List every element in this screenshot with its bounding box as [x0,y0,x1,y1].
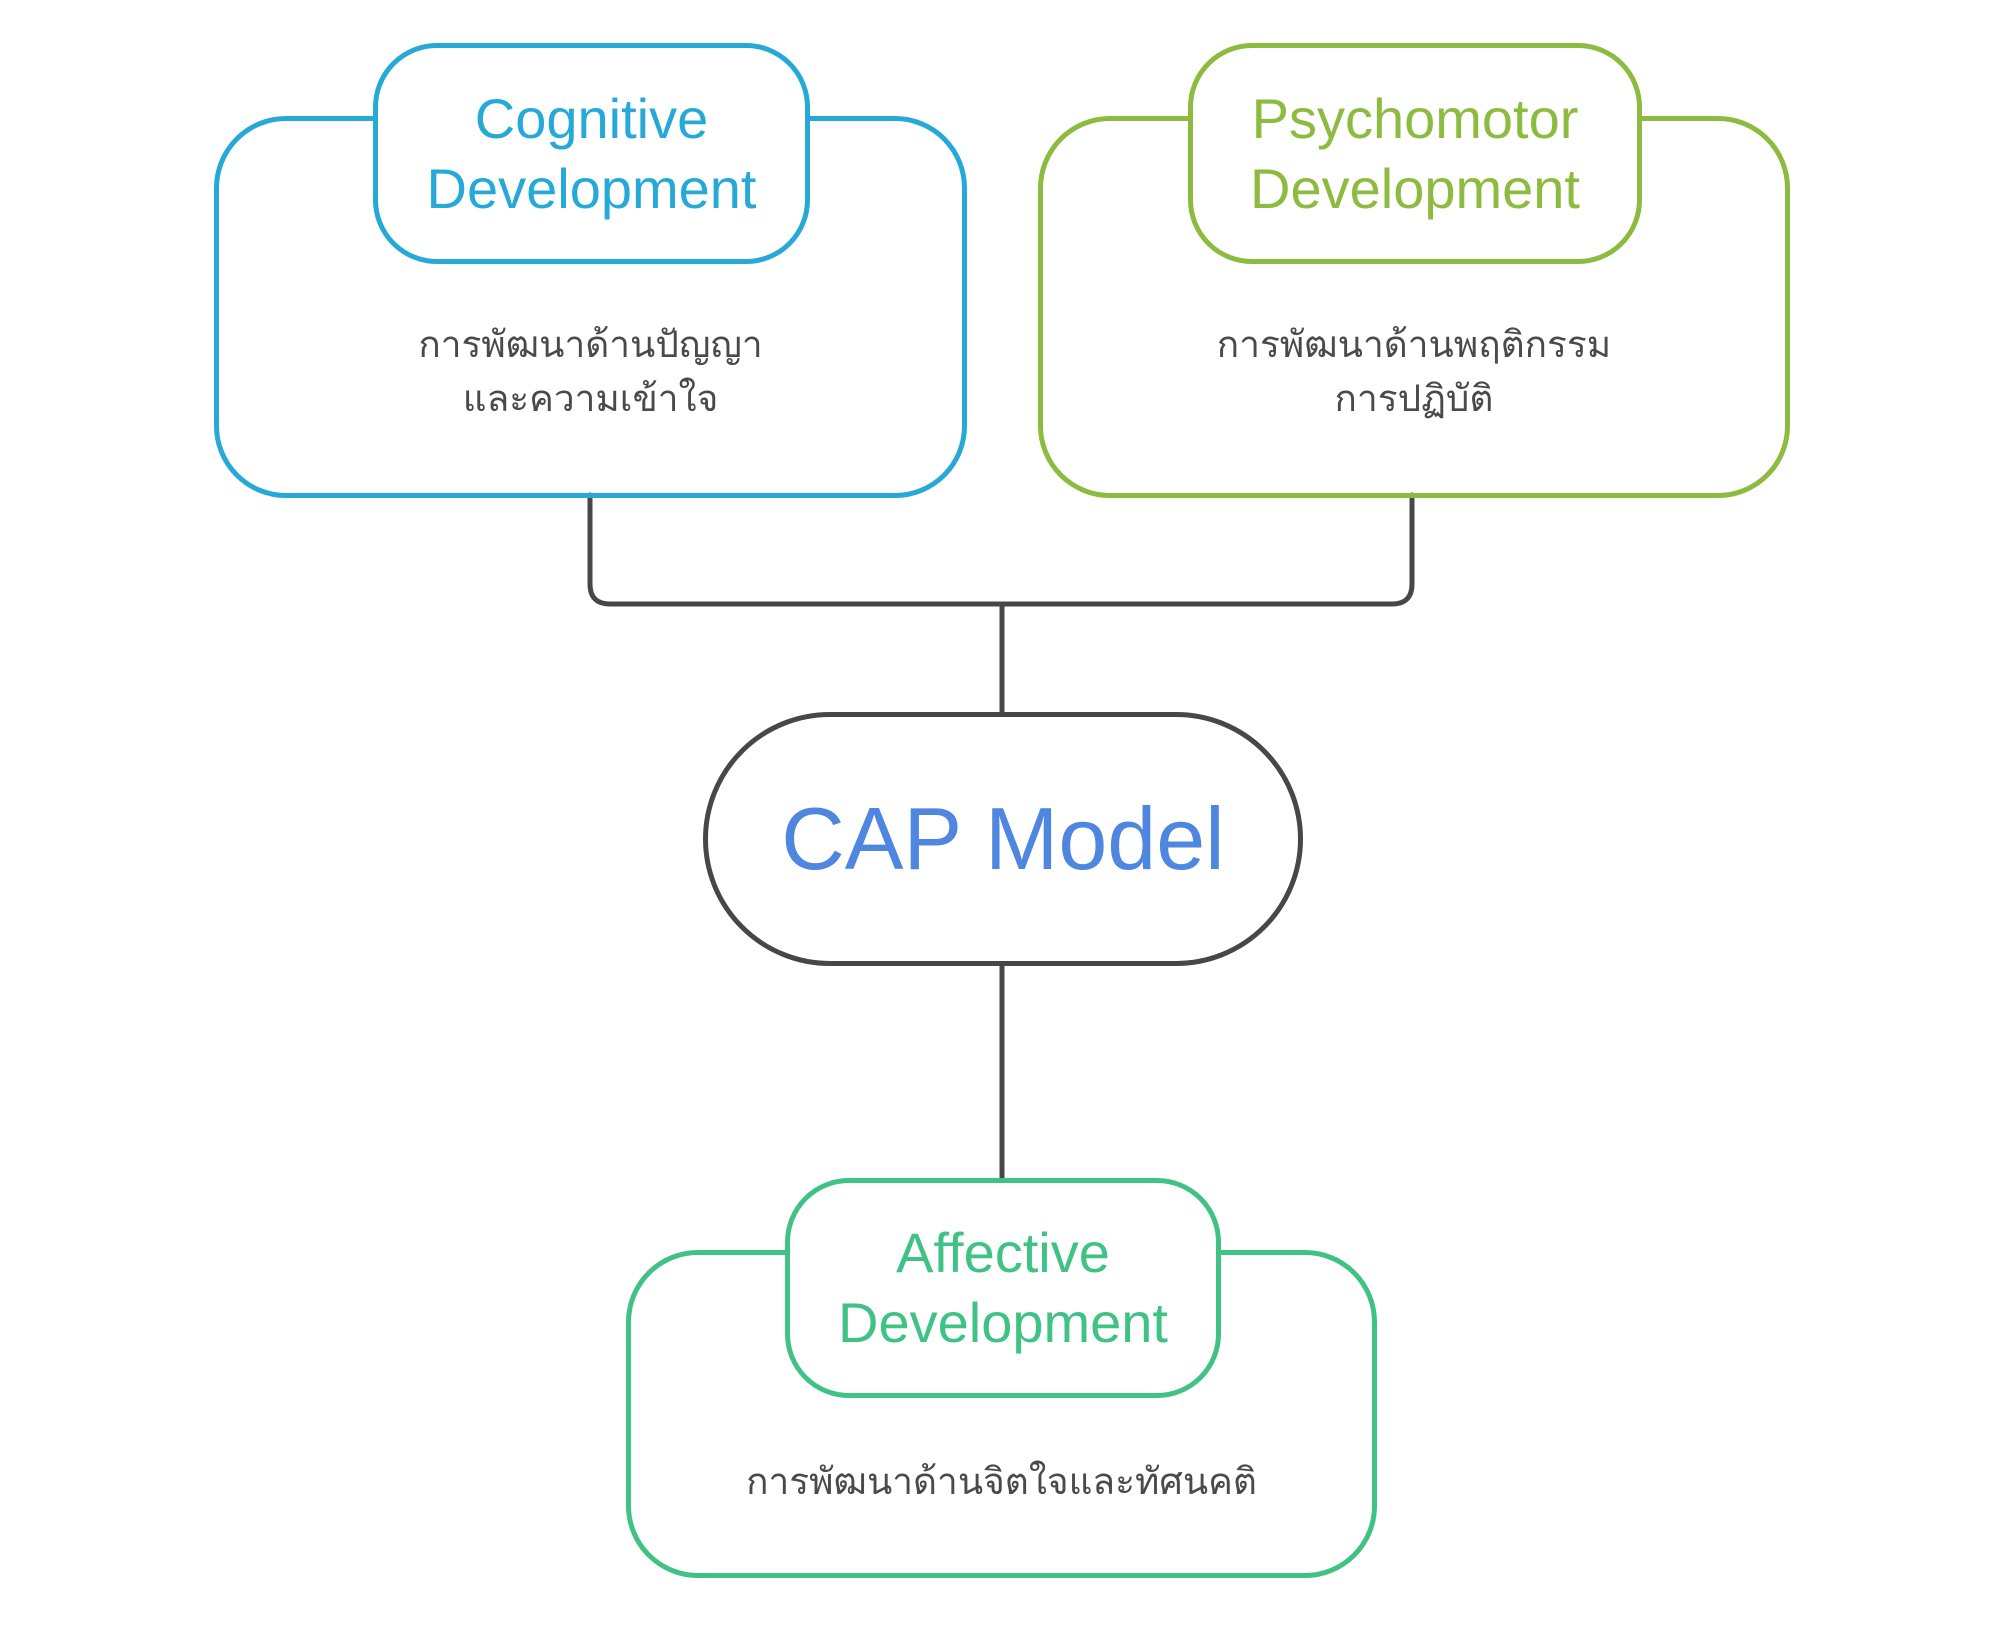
psychomotor-desc-line2: การปฏิบัติ [1334,377,1494,420]
psychomotor-title-line2: Development [1250,156,1580,220]
cognitive-desc-line1: การพัฒนาด้านปัญญา [418,323,763,366]
cognitive-title-line2: Development [426,156,757,220]
affective-title-line2: Development [838,1291,1168,1354]
affective-title-line1: Affective [896,1221,1110,1284]
affective-header: Affective Development [785,1178,1221,1398]
affective-description: การพัฒนาด้านจิตใจและทัศนคติ [626,1455,1377,1509]
connector-cognitive-psychomotor [587,492,1415,607]
psychomotor-header: Psychomotor Development [1188,43,1642,264]
psychomotor-desc-line1: การพัฒนาด้านพฤติกรรม [1216,323,1612,366]
affective-desc-line1: การพัฒนาด้านจิตใจและทัศนคติ [746,1460,1257,1503]
cap-model-title: CAP Model [781,789,1225,888]
psychomotor-title-line1: Psychomotor [1251,86,1579,150]
cognitive-description: การพัฒนาด้านปัญญา และความเข้าใจ [214,318,967,426]
cognitive-header: Cognitive Development [373,43,810,264]
cognitive-title-line1: Cognitive [474,86,709,150]
cognitive-desc-line2: และความเข้าใจ [462,377,719,420]
psychomotor-description: การพัฒนาด้านพฤติกรรม การปฏิบัติ [1038,318,1790,426]
cap-model-node: CAP Model [703,712,1303,966]
